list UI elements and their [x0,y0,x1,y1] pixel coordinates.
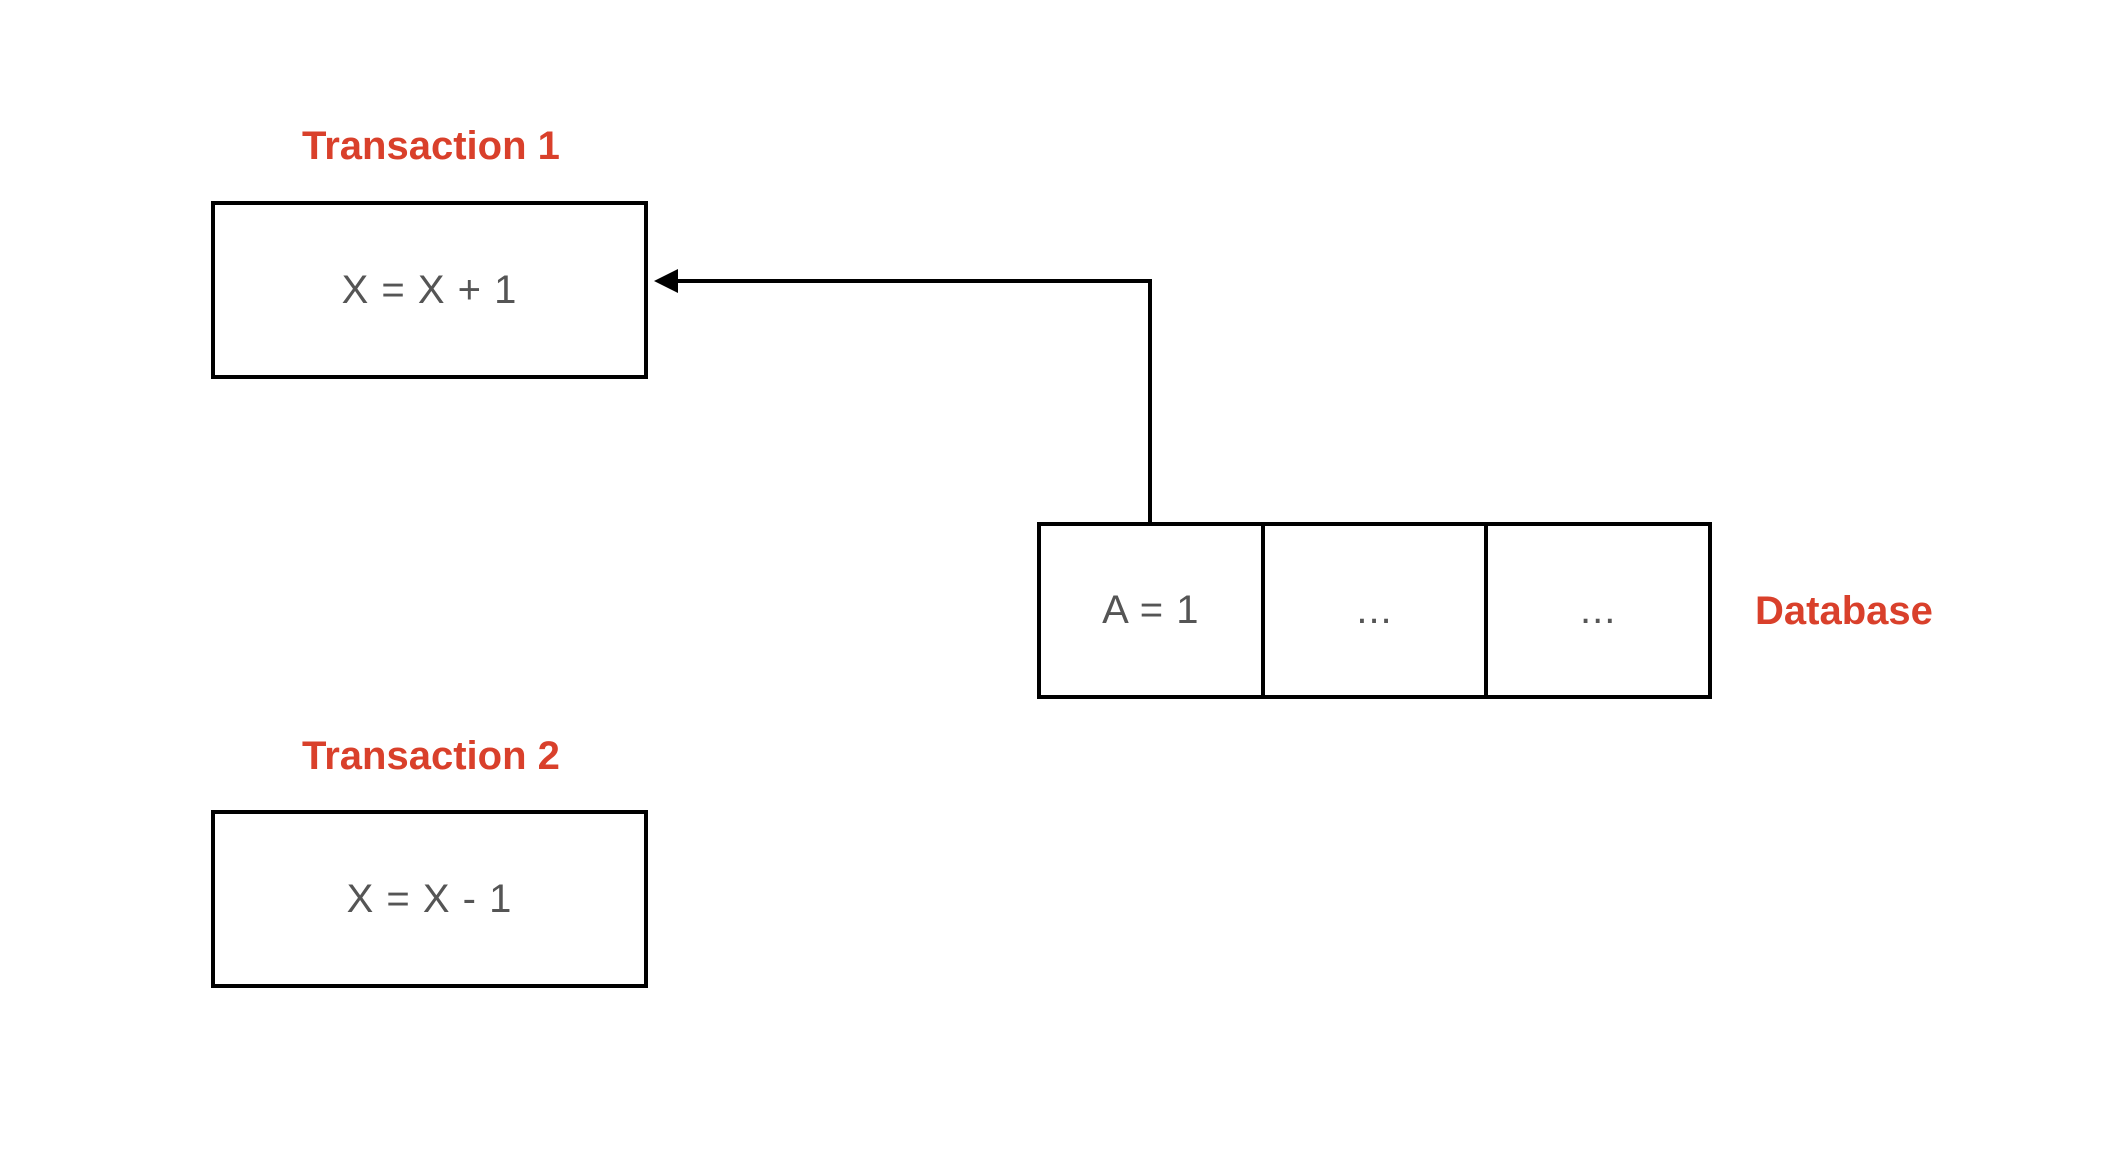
database-table: A = 1 ... ... [1037,522,1712,699]
transaction-1-title: Transaction 1 [302,124,560,168]
arrow-path [658,279,1152,522]
transaction-2-box: X = X - 1 [211,810,648,988]
database-label: Database [1755,589,1933,633]
transaction-1-box: X = X + 1 [211,201,648,379]
database-cell: A = 1 [1102,588,1200,632]
transaction-2-expression: X = X - 1 [346,876,513,921]
arrowhead-icon [654,269,678,293]
database-cell: ... [1260,526,1485,695]
transaction-1-expression: X = X + 1 [341,267,518,312]
transaction-2-title: Transaction 2 [302,734,560,778]
database-cell: ... [1484,526,1708,695]
